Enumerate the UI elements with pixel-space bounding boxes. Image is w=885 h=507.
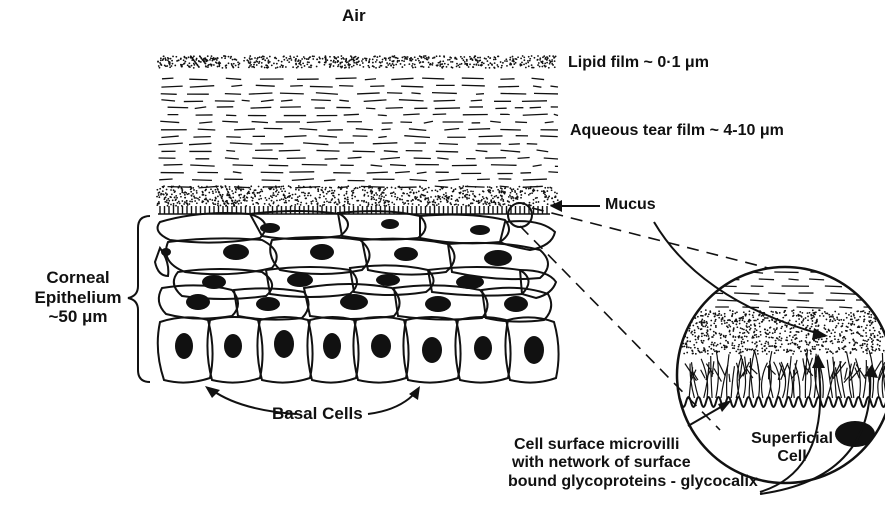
mucus-label: Mucus xyxy=(605,196,656,214)
magnified-aqueous-layer xyxy=(680,272,885,308)
nucleus xyxy=(256,297,280,311)
aqueous-tear-film-label: Aqueous tear film ~ 4-10 μm xyxy=(570,122,784,140)
nucleus xyxy=(381,219,399,229)
nucleus xyxy=(376,274,400,286)
nucleus xyxy=(175,333,193,359)
microvilli-label-line: with network of surface xyxy=(508,454,758,472)
nucleus xyxy=(340,294,368,310)
nucleus xyxy=(484,250,512,266)
basal-cells-label: Basal Cells xyxy=(272,404,363,424)
nucleus xyxy=(425,296,451,312)
microvilli-label-line: bound glycoproteins - glycocalix xyxy=(508,473,758,491)
nucleus xyxy=(422,337,442,363)
magnified-microvilli-edge xyxy=(676,397,885,407)
nucleus xyxy=(287,273,313,287)
air-label: Air xyxy=(342,6,366,26)
corneal-epithelium-label: Corneal Epithelium ~50 μm xyxy=(30,268,126,327)
magnified-mucus-layer xyxy=(675,309,885,355)
nucleus xyxy=(524,336,544,364)
nucleus xyxy=(310,244,334,260)
nucleus xyxy=(394,247,418,261)
aqueous-tear-film-layer xyxy=(158,78,558,188)
epithelium-thickness-label: ~50 μm xyxy=(30,307,126,327)
basal-cells-arrow-left-head xyxy=(205,386,220,398)
nucleus xyxy=(260,223,280,233)
nucleus xyxy=(323,333,341,359)
nucleus xyxy=(224,334,242,358)
mucus-layer xyxy=(156,185,559,207)
nucleus xyxy=(161,248,171,256)
nucleus xyxy=(202,275,226,289)
nucleus xyxy=(223,244,249,260)
microvilli-label: Cell surface microvilli with network of … xyxy=(508,436,758,491)
epithelium-label-line: Epithelium xyxy=(30,288,126,308)
nucleus xyxy=(371,334,391,358)
nucleus xyxy=(470,225,490,235)
epithelium-label-line: Corneal xyxy=(30,268,126,288)
nucleus xyxy=(186,294,210,310)
magnified-glycocalix-network xyxy=(685,350,885,398)
nucleus xyxy=(504,296,528,312)
basal-cells-arrow-right xyxy=(368,392,416,414)
superficial-cell xyxy=(420,215,509,244)
nucleus xyxy=(274,330,294,358)
microvilli-label-line: Cell surface microvilli xyxy=(508,436,758,454)
magnification-dashed-line xyxy=(532,208,768,268)
mucus-pointer-arrow-head xyxy=(550,200,562,212)
epithelium-bracket xyxy=(128,216,150,382)
nucleus xyxy=(456,275,484,289)
lipid-film-label: Lipid film ~ 0·1 μm xyxy=(568,54,709,72)
nucleus xyxy=(474,336,492,360)
lipid-film-layer xyxy=(157,55,556,69)
glycocalix-arrow-head xyxy=(812,354,825,368)
